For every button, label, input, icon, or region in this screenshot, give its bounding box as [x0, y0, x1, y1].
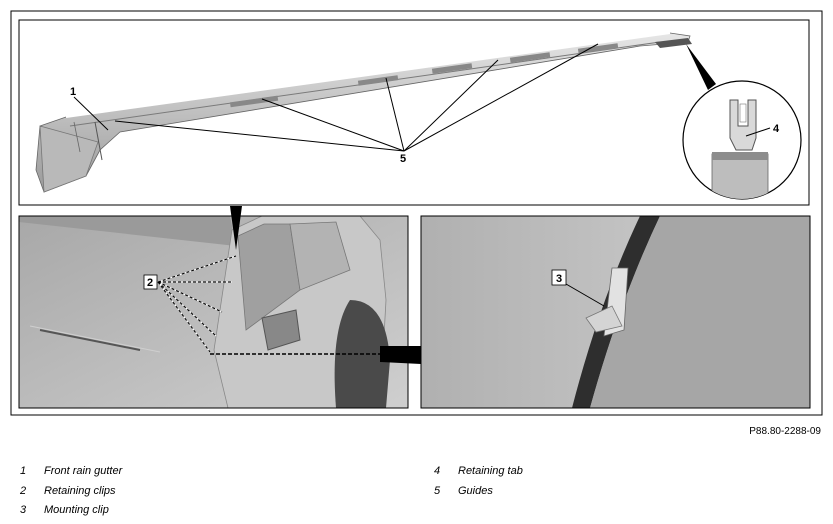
callout-2: 2: [143, 255, 237, 353]
legend-label: Retaining clips: [44, 484, 116, 497]
pointer-top-to-left: [230, 206, 242, 250]
legend-label: Mounting clip: [44, 504, 109, 516]
bottom-left-panel: [18, 215, 409, 409]
legend-right: 4 Retaining tab 5 Guides: [414, 462, 523, 501]
legend-number: 2: [20, 484, 27, 497]
callout-3-label: 3: [556, 273, 562, 285]
legend-number: 1: [20, 465, 27, 477]
legend-label: Guides: [458, 484, 493, 497]
callout-4-label: 4: [773, 123, 780, 135]
figure-reference: P88.80-2288-09: [749, 426, 821, 437]
callout-1: 1: [68, 84, 109, 131]
legend-label: Front rain gutter: [44, 465, 123, 477]
legend-number: 3: [20, 504, 27, 516]
legend-number: 4: [434, 465, 441, 477]
callout-1-label: 1: [70, 86, 76, 98]
legend-item: 1 Front rain gutter: [0, 462, 122, 482]
callout-5: 5: [114, 43, 599, 165]
legend-left: 1 Front rain gutter 2 Retaining clips 3 Mou…: [0, 462, 122, 521]
legend-item: 2 Retaining clips: [0, 482, 122, 502]
outer-frame: [10, 10, 823, 416]
legend-item: 4 Retaining tab: [414, 462, 523, 482]
legend-label: Retaining tab: [458, 465, 523, 477]
legend-item: 5 Guides: [414, 482, 523, 502]
pointer-left-to-right: [210, 346, 421, 364]
callout-3: 3: [551, 269, 605, 307]
bottom-right-panel: [420, 215, 811, 409]
callout-5-label: 5: [400, 153, 406, 165]
legend-item: 3 Mounting clip: [0, 501, 122, 521]
detail-circle-retaining-tab: 4: [682, 80, 802, 200]
detail-pointer: [686, 44, 716, 90]
rain-gutter-strip: [35, 32, 692, 193]
callout-2-label: 2: [147, 277, 153, 289]
legend-number: 5: [434, 484, 441, 497]
